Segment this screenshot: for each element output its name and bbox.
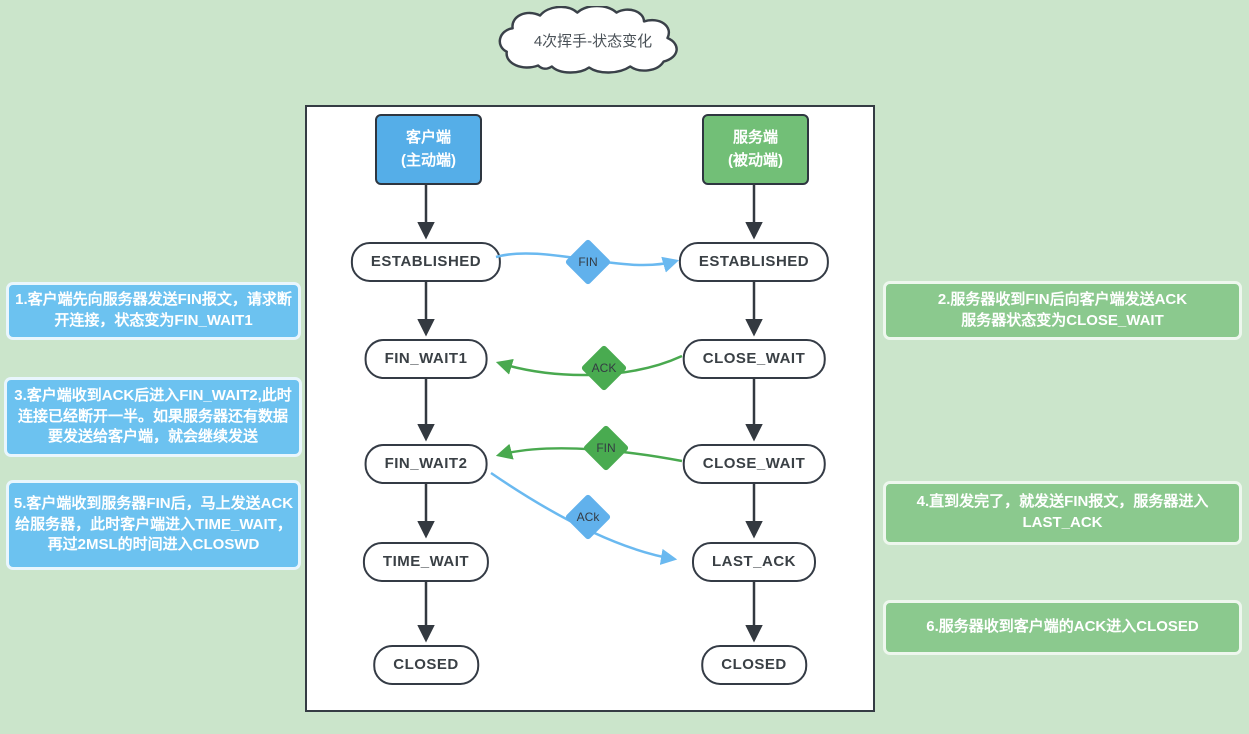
server-state-established: ESTABLISHED xyxy=(678,242,830,282)
note-step2: 2.服务器收到FIN后向客户端发送ACK 服务器状态变为CLOSE_WAIT xyxy=(883,281,1242,340)
message-label: ACK xyxy=(591,361,617,375)
client-state-established: ESTABLISHED xyxy=(350,242,502,282)
message-diamond-fin-1: FIN xyxy=(564,238,612,286)
note-step5: 5.客户端收到服务器FIN后，马上发送ACK给服务器，此时客户端进入TIME_W… xyxy=(6,480,301,570)
note-step4: 4.直到发完了，就发送FIN报文，服务器进入 LAST_ACK xyxy=(883,481,1242,545)
message-diamond-ack-1: ACK xyxy=(580,344,628,392)
note-step1: 1.客户端先向服务器发送FIN报文，请求断开连接，状态变为FIN_WAIT1 xyxy=(6,282,301,340)
cloud-shape-icon xyxy=(498,6,678,74)
diagram-panel xyxy=(305,105,875,712)
message-label: ACk xyxy=(576,510,600,524)
server-state-last-ack: LAST_ACK xyxy=(691,542,817,582)
server-state-close-wait-1: CLOSE_WAIT xyxy=(682,339,826,379)
message-diamond-ack-2: ACk xyxy=(564,493,612,541)
client-state-fin-wait2: FIN_WAIT2 xyxy=(364,444,488,484)
client-state-closed: CLOSED xyxy=(373,645,479,685)
cloud-title: 4次挥手-状态变化 xyxy=(495,6,691,76)
client-header-line1: 客户端 xyxy=(405,129,451,146)
message-label: FIN xyxy=(578,255,598,269)
server-header-line2: (被动端) xyxy=(728,151,783,169)
diagram-title: 4次挥手-状态变化 xyxy=(533,33,653,50)
note-step6: 6.服务器收到客户端的ACK进入CLOSED xyxy=(883,600,1242,655)
server-state-close-wait-2: CLOSE_WAIT xyxy=(682,444,826,484)
client-header-box: 客户端 (主动端) xyxy=(375,114,482,185)
client-state-fin-wait1: FIN_WAIT1 xyxy=(364,339,488,379)
server-header-line1: 服务端 xyxy=(732,129,778,146)
message-label: FIN xyxy=(596,441,616,455)
server-header-box: 服务端 (被动端) xyxy=(702,114,809,185)
client-state-time-wait: TIME_WAIT xyxy=(362,542,490,582)
message-diamond-fin-2: FIN xyxy=(582,424,630,472)
note-step3: 3.客户端收到ACK后进入FIN_WAIT2,此时连接已经断开一半。如果服务器还… xyxy=(4,377,302,457)
server-state-closed: CLOSED xyxy=(701,645,807,685)
client-header-line2: (主动端) xyxy=(401,151,456,169)
